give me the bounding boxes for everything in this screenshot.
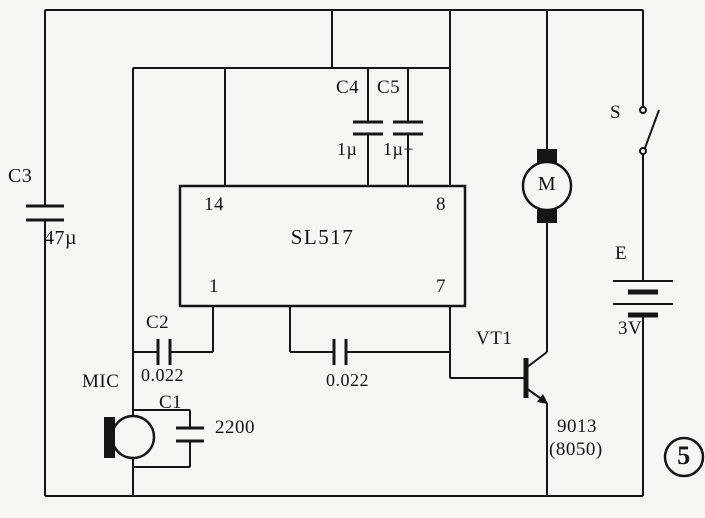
capacitor-c1-icon	[176, 426, 204, 443]
motor-letter: M	[537, 173, 557, 195]
label-c2-ref: C2	[146, 312, 170, 333]
figure-number-circle	[663, 436, 705, 478]
capacitor-c4-icon	[353, 120, 383, 136]
label-c2-value: 0.022	[141, 365, 184, 385]
label-battery: E	[615, 243, 628, 264]
ic-name-label: SL517	[290, 225, 355, 249]
label-c1-value: 2200	[215, 417, 255, 438]
ic-pin-1-label: 1	[209, 276, 219, 297]
ic-pin-14-label: 14	[204, 194, 224, 215]
label-c4-ref: C4	[336, 77, 360, 98]
label-vt1-part: 9013	[557, 416, 597, 437]
motor-icon	[521, 149, 573, 223]
ic-body	[178, 184, 467, 308]
label-c3-value: 47µ	[44, 227, 78, 249]
label-vt1-ref: VT1	[476, 328, 513, 349]
ic-pin-7-label: 7	[436, 276, 446, 297]
label-c3-ref: C3	[8, 165, 33, 187]
capacitor-c2-icon	[156, 339, 172, 365]
battery-icon	[613, 280, 673, 318]
wire-network	[44, 9, 644, 497]
label-c1-ref: C1	[159, 392, 183, 413]
ic-pin-8-label: 8	[436, 194, 446, 215]
figure-number: 5	[677, 441, 691, 470]
label-battery-voltage: 3V	[618, 318, 643, 339]
label-c5-value: 1µ+	[383, 139, 415, 159]
transistor-vt1-icon	[523, 351, 548, 496]
label-vt1-part-alt: (8050)	[549, 439, 603, 460]
label-c5-ref: C5	[377, 77, 401, 98]
microphone-icon	[104, 414, 156, 460]
label-c4-value: 1µ	[337, 139, 358, 159]
label-mic: MIC	[82, 371, 120, 392]
capacitor-coupling-icon	[332, 339, 348, 365]
capacitor-c3-icon	[26, 204, 64, 222]
capacitor-c5-icon	[393, 120, 423, 136]
label-coupling-cap-value: 0.022	[326, 370, 369, 390]
switch-icon	[639, 106, 660, 155]
label-switch: S	[610, 102, 622, 123]
